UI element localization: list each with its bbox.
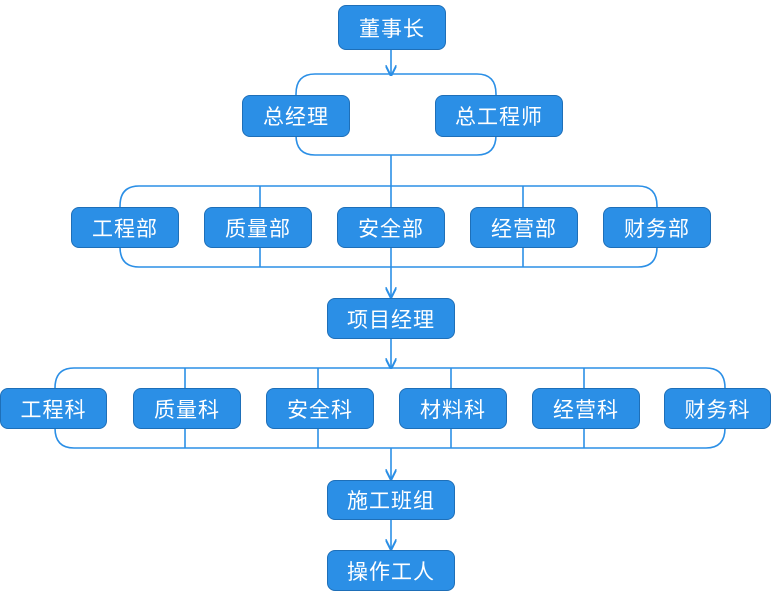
node-workers: 操作工人 bbox=[327, 550, 455, 591]
node-sec-quality: 质量科 bbox=[133, 388, 241, 429]
node-project-manager: 项目经理 bbox=[327, 298, 455, 339]
node-sec-business: 经营科 bbox=[532, 388, 640, 429]
node-chairman: 董事长 bbox=[338, 5, 446, 50]
node-sec-safety: 安全科 bbox=[266, 388, 374, 429]
node-dept-engineering: 工程部 bbox=[71, 207, 179, 248]
department-bracket bbox=[119, 185, 658, 268]
node-work-team: 施工班组 bbox=[327, 480, 455, 520]
section-bracket bbox=[54, 367, 726, 449]
node-dept-finance: 财务部 bbox=[603, 207, 711, 248]
node-dept-quality: 质量部 bbox=[204, 207, 312, 248]
node-dept-safety: 安全部 bbox=[337, 207, 445, 248]
management-bracket bbox=[295, 73, 497, 156]
node-sec-engineering: 工程科 bbox=[0, 388, 107, 429]
node-sec-materials: 材料科 bbox=[399, 388, 507, 429]
node-sec-finance: 财务科 bbox=[664, 388, 771, 429]
node-chief-engineer: 总工程师 bbox=[435, 95, 563, 137]
node-general-manager: 总经理 bbox=[242, 95, 350, 137]
node-dept-business: 经营部 bbox=[470, 207, 578, 248]
